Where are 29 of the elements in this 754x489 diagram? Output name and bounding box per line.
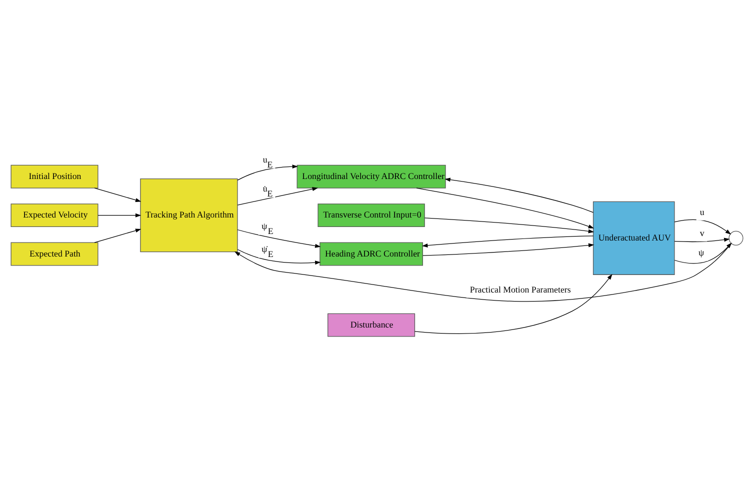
node-box: Underactuated AUV <box>592 201 675 275</box>
arrow <box>422 236 594 248</box>
arrow <box>424 218 594 234</box>
arrow <box>237 164 298 180</box>
node-circle <box>728 230 744 246</box>
arrow <box>422 243 594 256</box>
edge-label: v <box>700 228 704 238</box>
arrow <box>414 274 612 334</box>
node-box: Expected Path <box>10 242 98 266</box>
edge-label: ψ <box>698 248 704 258</box>
arrow <box>237 187 318 206</box>
edge-label: Practical Motion Parameters <box>470 284 571 295</box>
arrow <box>444 178 594 213</box>
node-box: Longitudinal Velocity ADRC Controller <box>296 164 446 188</box>
arrow <box>237 229 321 248</box>
edge-label: u <box>700 207 704 218</box>
arrow <box>416 188 594 228</box>
arrow <box>94 188 142 202</box>
node-box: Heading ADRC Controller <box>320 242 423 266</box>
arrow <box>94 228 142 243</box>
node-box: Transverse Control Input=0 <box>318 204 425 228</box>
arrow <box>98 213 142 218</box>
arrow <box>237 249 321 265</box>
node-box: Initial Position <box>10 164 98 188</box>
arrow <box>674 219 732 235</box>
node-box: Tracking Path Algorithm <box>140 178 238 252</box>
arrow <box>674 238 730 242</box>
node-box: Disturbance <box>328 313 416 337</box>
node-box: Expected Velocity <box>10 204 98 228</box>
